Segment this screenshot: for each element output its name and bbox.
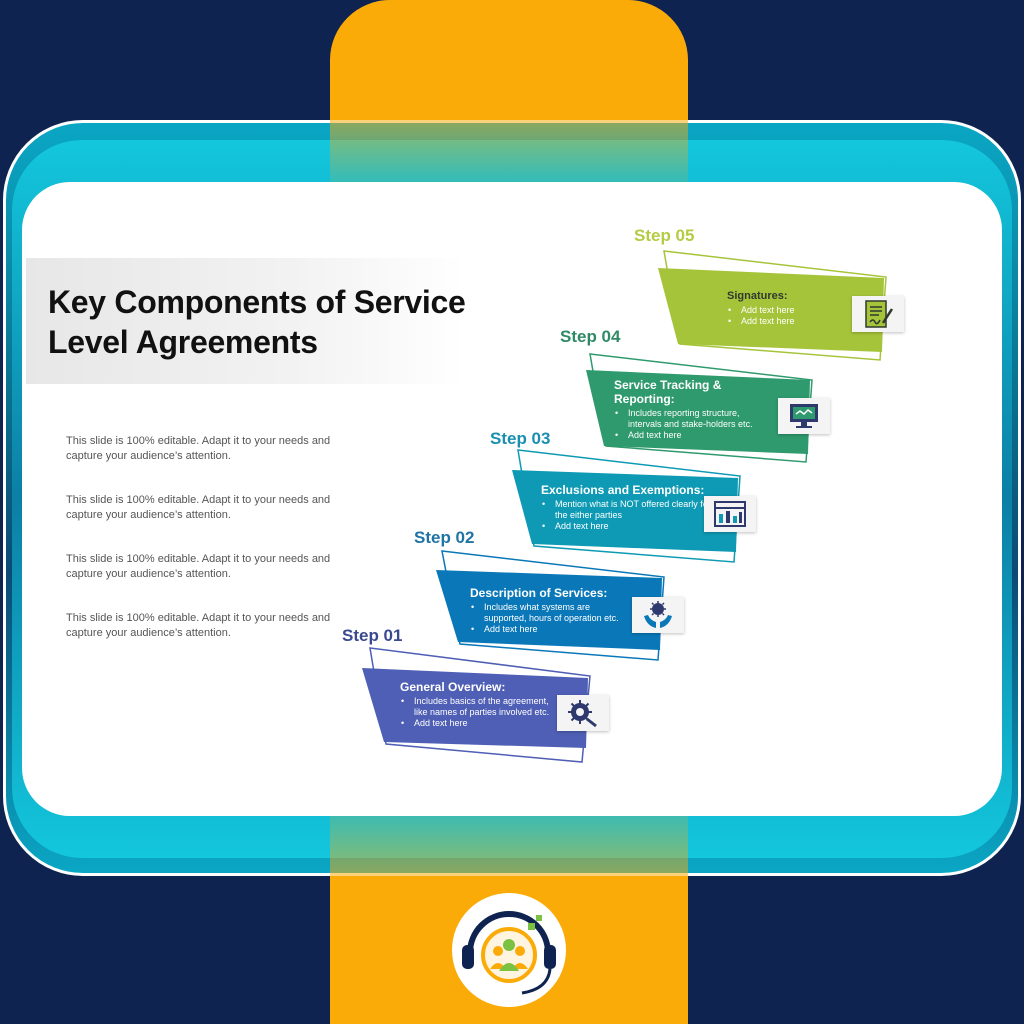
step-02-bullet-1: Includes what systems are supported, hou… xyxy=(471,602,630,624)
step-04-content: Service Tracking & Reporting: Includes r… xyxy=(614,378,774,441)
step-01-bullet-1: Includes basics of the agreement, like n… xyxy=(401,696,550,718)
step-03-label: Step 03 xyxy=(490,429,551,448)
browser-chart-icon xyxy=(714,501,746,527)
step-04-title: Service Tracking & Reporting: xyxy=(614,378,722,406)
step-01-label: Step 01 xyxy=(342,626,403,645)
title-box xyxy=(26,258,466,384)
step-02-content: Description of Services: Includes what s… xyxy=(470,586,630,635)
step-02-icon-box xyxy=(632,597,684,633)
page-title: Key Components of Service Level Agreemen… xyxy=(48,284,466,360)
step-04-bullet-2: Add text here xyxy=(615,430,774,441)
step-03-bullet-2: Add text here xyxy=(542,521,711,532)
step-04-bullet-1: Includes reporting structure, intervals … xyxy=(615,408,774,430)
gear-search-icon xyxy=(568,700,597,728)
step-02-label: Step 02 xyxy=(414,528,475,547)
step-03-bullet-1: Mention what is NOT offered clearly for … xyxy=(542,499,711,521)
hand-virus-icon xyxy=(644,601,672,628)
step-05-bullets: Add text here Add text here xyxy=(727,305,847,327)
headset-team-logo-icon xyxy=(462,911,556,995)
step-03-content: Exclusions and Exemptions: Mention what … xyxy=(541,483,711,532)
step-05-title: Signatures: xyxy=(727,290,788,302)
paragraph-3: This slide is 100% editable. Adapt it to… xyxy=(66,553,331,580)
step-01-bullet-2: Add text here xyxy=(401,718,550,729)
step-05-icon-box xyxy=(852,296,904,332)
step-01-title: General Overview: xyxy=(400,680,506,694)
step-02-bullet-2: Add text here xyxy=(471,624,630,635)
step-02-bullets: Includes what systems are supported, hou… xyxy=(470,602,630,635)
paragraph-1: This slide is 100% editable. Adapt it to… xyxy=(66,435,331,462)
company-logo xyxy=(452,893,566,1007)
step-01-bullets: Includes basics of the agreement, like n… xyxy=(400,696,550,729)
step-05-label: Step 05 xyxy=(634,226,695,245)
step-03-icon-box xyxy=(704,496,756,532)
paragraph-2: This slide is 100% editable. Adapt it to… xyxy=(66,494,331,521)
step-03-bullets: Mention what is NOT offered clearly for … xyxy=(541,499,711,532)
step-02-title: Description of Services: xyxy=(470,586,608,600)
step-01-icon-box xyxy=(557,695,609,731)
step-04-icon-box xyxy=(778,398,830,434)
paragraph-4: This slide is 100% editable. Adapt it to… xyxy=(66,612,331,639)
step-04-label: Step 04 xyxy=(560,327,621,346)
step-05-bullet-1: Add text here xyxy=(728,305,847,316)
step-03-title: Exclusions and Exemptions: xyxy=(541,483,705,497)
step-01-content: General Overview: Includes basics of the… xyxy=(400,680,550,729)
monitor-icon xyxy=(790,404,818,428)
step-05-content: Signatures: Add text here Add text here xyxy=(727,289,847,327)
step-04-bullets: Includes reporting structure, intervals … xyxy=(614,408,774,441)
contract-sign-icon xyxy=(865,300,894,328)
step-05-bullet-2: Add text here xyxy=(728,316,847,327)
